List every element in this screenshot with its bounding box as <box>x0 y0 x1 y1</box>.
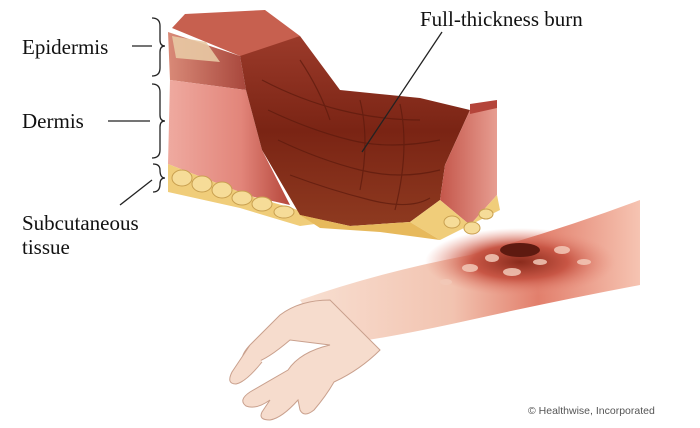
subcutaneous-label-line1: Subcutaneous <box>22 212 139 234</box>
charred-area <box>500 243 540 257</box>
copyright-credit: © Healthwise, Incorporated <box>528 405 655 417</box>
subcutaneous-label-line2: tissue <box>22 236 70 258</box>
subcutaneous-leader <box>120 180 152 205</box>
dermis-bracket <box>152 84 165 158</box>
epidermis-label: Epidermis <box>22 36 108 58</box>
full-thickness-burn-label: Full-thickness burn <box>420 8 583 30</box>
dermis-label: Dermis <box>22 110 84 132</box>
skin-cross-section <box>168 10 500 240</box>
subcutaneous-bracket <box>153 164 165 192</box>
epidermis-bracket <box>152 18 165 76</box>
